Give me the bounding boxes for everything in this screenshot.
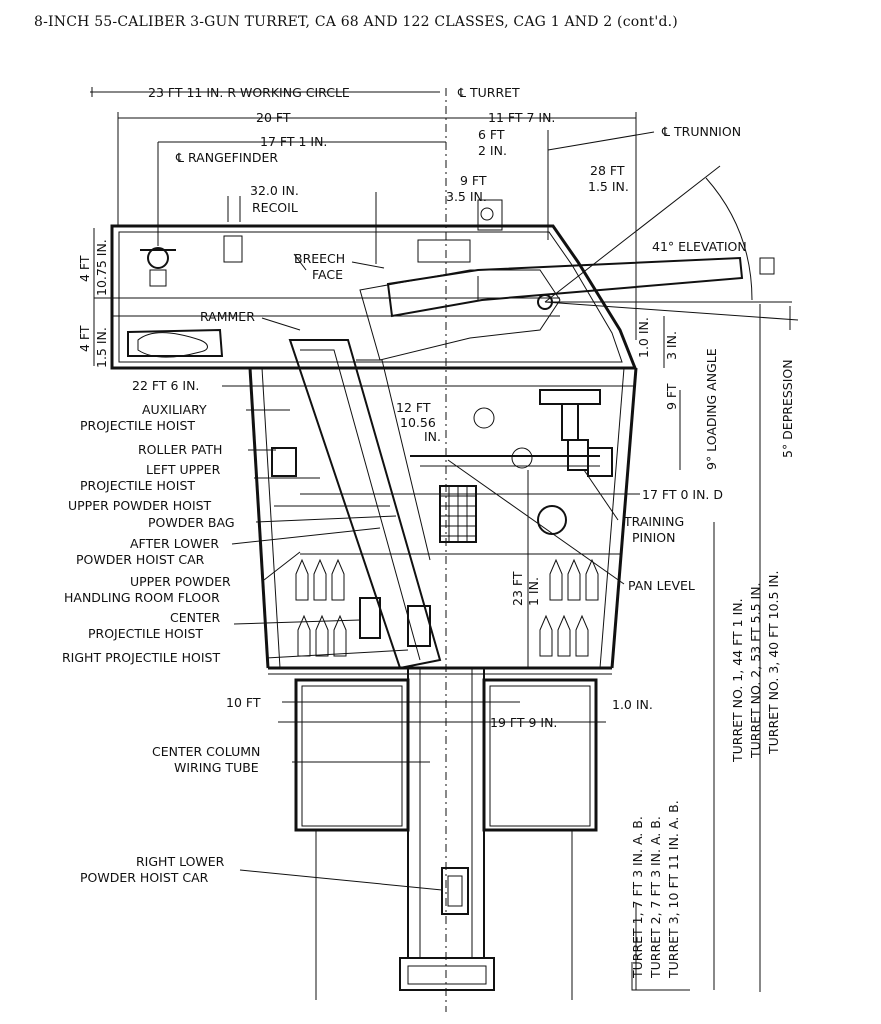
- turret-ab-1: TURRET 1, 7 FT 3 IN. A. B.: [630, 816, 645, 979]
- dim-trunnion-centerline: ℄ TRUNNION: [661, 124, 741, 139]
- label-upper-powder-hoist: UPPER POWDER HOIST: [68, 498, 212, 513]
- gun-barrel: [359, 199, 775, 361]
- label-upper-powder-floor-1: UPPER POWDER: [130, 574, 231, 589]
- label-left-upper-1: LEFT UPPER: [146, 462, 221, 477]
- dim-10-75in: 10.75 IN.: [94, 239, 109, 296]
- barbette: [294, 667, 598, 1000]
- lower-structure: [248, 339, 638, 675]
- dim-19ft-9in: 19 FT 9 IN.: [490, 715, 557, 730]
- dim-recoil-label: RECOIL: [252, 200, 298, 215]
- label-aux-hoist-1: AUXILIARY: [142, 402, 207, 417]
- loading-angle: 9° LOADING ANGLE: [704, 348, 719, 470]
- label-roller-path: ROLLER PATH: [138, 442, 222, 457]
- dim-rangefinder-centerline: ℄ RANGEFINDER: [175, 150, 278, 165]
- dim-17ft-0in-d: 17 FT 0 IN. D: [642, 487, 723, 502]
- label-aux-hoist-2: PROJECTILE HOIST: [80, 418, 195, 433]
- component-labels: RAMMER AUXILIARY PROJECTILE HOIST ROLLER…: [62, 309, 695, 885]
- label-after-lower-1: AFTER LOWER: [130, 536, 219, 551]
- dimension-lines: [90, 87, 799, 992]
- dim-1-5in: 1.5 IN.: [588, 179, 629, 194]
- label-upper-powder-floor-2: HANDLING ROOM FLOOR: [64, 590, 220, 605]
- turret-height-3: TURRET NO. 3, 40 FT 10.5 IN.: [766, 571, 781, 755]
- label-right-lower-2: POWDER HOIST CAR: [80, 870, 209, 885]
- dim-11ft-7in: 11 FT 7 IN.: [488, 110, 555, 125]
- dim-4ft-bottom: 4 FT: [77, 325, 92, 352]
- label-training-pinion-2: PINION: [632, 530, 675, 545]
- breech-face-line2: FACE: [312, 267, 343, 282]
- turret-height-2: TURRET NO. 2, 53 FT 5.5 IN.: [748, 582, 763, 759]
- dim-23ft-vertical: 23 FT: [510, 571, 525, 606]
- gunhouse: [110, 196, 638, 370]
- turret-ab-3: TURRET 3, 10 FT 11 IN. A. B.: [666, 800, 681, 979]
- dimension-labels: 23 FT 11 IN. R WORKING CIRCLE ℄ TURRET 2…: [132, 85, 747, 730]
- depression: 5° DEPRESSION: [780, 359, 795, 458]
- dim-recoil-value: 32.0 IN.: [250, 183, 299, 198]
- ab-bracket: [631, 962, 690, 991]
- dim-1-0in: 1.0 IN.: [612, 697, 653, 712]
- dim-6ft: 6 FT: [478, 127, 505, 142]
- dim-20ft: 20 FT: [256, 110, 291, 125]
- dim-1in-vertical: 1 IN.: [526, 577, 541, 606]
- dim-17ft-1in: 17 FT 1 IN.: [260, 134, 327, 149]
- page-title: 8-INCH 55-CALIBER 3-GUN TURRET, CA 68 AN…: [34, 14, 678, 30]
- dim-10-56-in: IN.: [424, 429, 441, 444]
- dim-3-5in: 3.5 IN.: [446, 189, 487, 204]
- dim-3in-vertical: 3 IN.: [664, 331, 679, 360]
- dim-1-5in-left: 1.5 IN.: [94, 327, 109, 368]
- label-training-pinion-1: TRAINING: [623, 514, 684, 529]
- dim-22ft-6in: 22 FT 6 IN.: [132, 378, 199, 393]
- label-center-column-1: CENTER COLUMN: [152, 744, 260, 759]
- label-powder-bag: POWDER BAG: [148, 515, 235, 530]
- label-left-upper-2: PROJECTILE HOIST: [80, 478, 195, 493]
- dim-working-circle: 23 FT 11 IN. R WORKING CIRCLE: [148, 85, 350, 100]
- dim-10-56: 10.56: [400, 415, 436, 430]
- dim-4ft-top: 4 FT: [77, 255, 92, 282]
- dim-9ft: 9 FT: [460, 173, 487, 188]
- label-right-lower-1: RIGHT LOWER: [136, 854, 225, 869]
- dim-elevation: 41° ELEVATION: [652, 239, 747, 254]
- label-pan-level: PAN LEVEL: [628, 578, 695, 593]
- dim-12ft: 12 FT: [396, 400, 431, 415]
- dim-1-0in-vertical: 1.0 IN.: [636, 317, 651, 358]
- label-center-proj-1: CENTER: [170, 610, 221, 625]
- breech-face-line1: BREECH: [294, 251, 345, 266]
- turret-height-1: TURRET NO. 1, 44 FT 1 IN.: [730, 598, 745, 763]
- turret-ab-2: TURRET 2, 7 FT 3 IN. A. B.: [648, 816, 663, 979]
- dim-10ft: 10 FT: [226, 695, 261, 710]
- label-center-proj-2: PROJECTILE HOIST: [88, 626, 203, 641]
- label-right-proj: RIGHT PROJECTILE HOIST: [62, 650, 220, 665]
- label-after-lower-2: POWDER HOIST CAR: [76, 552, 205, 567]
- dim-9ft-vertical: 9 FT: [664, 383, 679, 410]
- dim-turret-centerline: ℄ TURRET: [457, 85, 520, 100]
- label-rammer: RAMMER: [200, 309, 255, 324]
- dim-2in: 2 IN.: [478, 143, 507, 158]
- vertical-labels: 4 FT 10.75 IN. 4 FT 1.5 IN. 1.0 IN. 3 IN…: [77, 239, 795, 979]
- leader-lines: [231, 253, 625, 891]
- label-center-column-2: WIRING TUBE: [174, 760, 259, 775]
- dim-28ft: 28 FT: [590, 163, 625, 178]
